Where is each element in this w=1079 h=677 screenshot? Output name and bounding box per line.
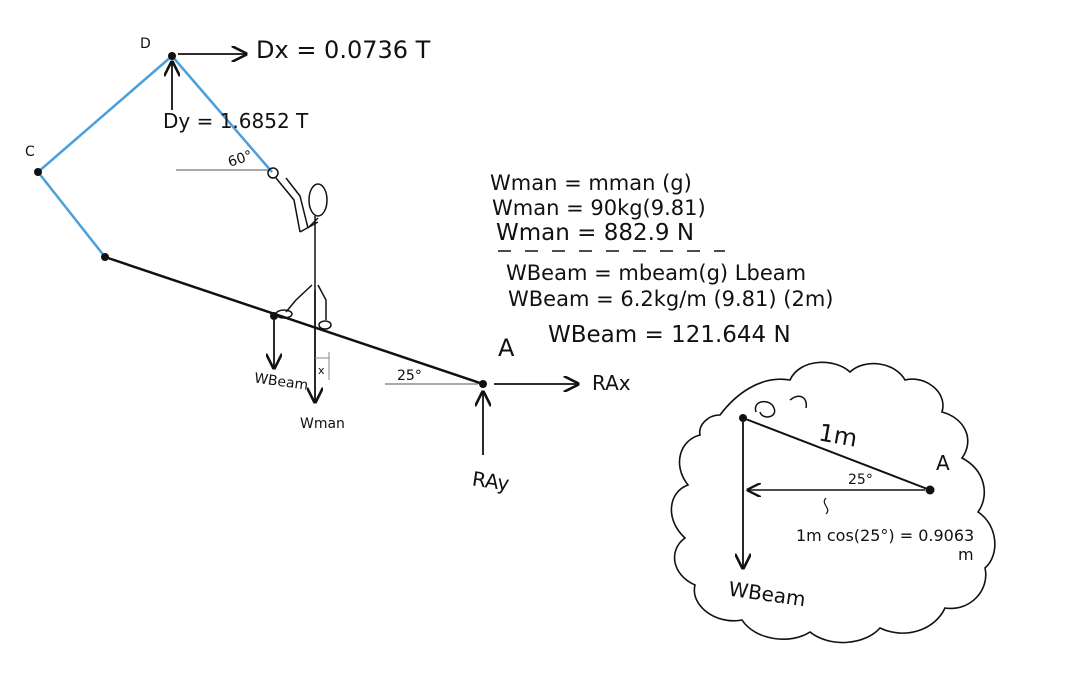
w-beam-label: WBeam [253,370,309,393]
man-hand [267,167,279,179]
x-label: x [318,364,325,377]
cable-segment-d-hand [171,55,273,173]
cable [37,55,273,258]
inset-unit-label: m [958,545,974,564]
r-ax-label: RAx [592,371,631,395]
point-c-dot [34,168,42,176]
inset-scribble [754,395,808,418]
equation-line: WBeam = 121.644 N [548,322,791,348]
x-offset-marker [315,352,330,380]
man-foot-left [275,309,293,319]
point-d-label: D [140,36,151,52]
dy-label: Dy = 1.6852 T [163,109,309,133]
inset-brace [823,497,829,515]
inset-length-label: 1m [817,418,860,452]
inset-cg-dot [739,414,747,422]
beam [104,255,484,386]
beam-end-dot [101,253,109,261]
r-ay-label: RAy [471,467,511,496]
inset-point-a-dot [925,485,935,495]
man-figure [267,167,332,330]
inset-projection-label: 1m cos(25°) = 0.9063 [796,526,974,545]
equation-line: Wman = 882.9 N [496,220,694,246]
cable-segment-dc [37,55,173,173]
point-d-dot [168,52,176,60]
cable-segment-c-beam [37,171,106,258]
dx-label: Dx = 0.0736 T [256,36,431,64]
inset-w-beam-label: WBeam [727,577,807,612]
inset-beam [742,417,931,491]
man-head [308,183,328,217]
equations: Wman = mman (g) Wman = 90kg(9.81) Wman =… [490,171,833,348]
man-arm [275,177,309,233]
man-legs [285,284,327,320]
point-a-dot [479,380,487,388]
angle-60-label: 60° [226,148,255,171]
inset-angle-label: 25° [848,472,873,488]
equation-line: Wman = 90kg(9.81) [492,196,706,220]
point-c-label: C [25,144,35,160]
equation-line: Wman = mman (g) [490,171,692,195]
point-a-label: A [498,334,515,362]
equation-line: WBeam = mbeam(g) Lbeam [506,261,806,285]
equation-line: WBeam = 6.2kg/m (9.81) (2m) [508,287,833,311]
angle-25-label: 25° [397,368,422,384]
man-foot-right [318,320,332,330]
inset-cloud-outline [670,361,996,644]
inset-point-a-label: A [936,451,950,475]
detail-inset: 1m A 25° 1m cos(25°) = 0.9063 m WBeam [670,361,996,644]
w-man-label: Wman [300,416,345,432]
